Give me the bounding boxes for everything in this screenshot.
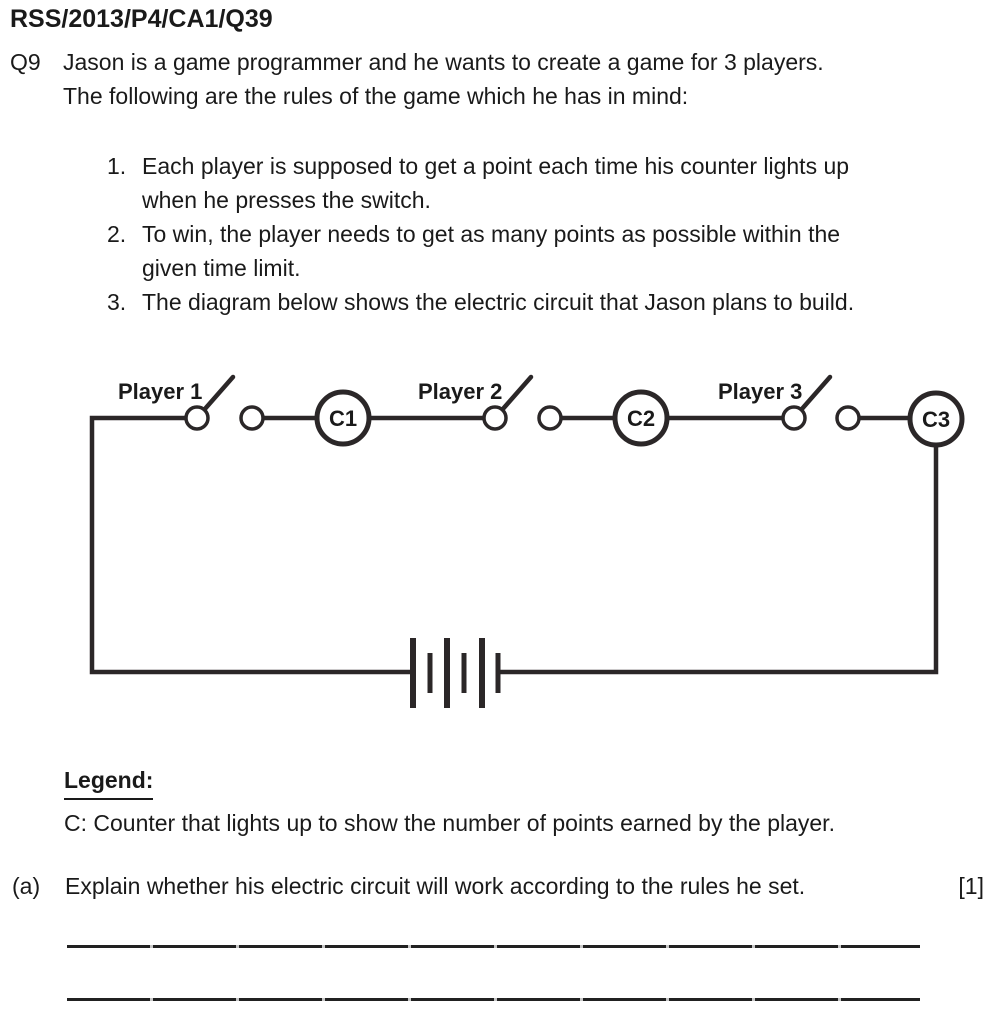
list-item: 2. To win, the player needs to get as ma…: [107, 217, 854, 285]
legend-text: C: Counter that lights up to show the nu…: [64, 810, 835, 836]
player3-label: Player 3: [718, 379, 802, 404]
question-intro: Jason is a game programmer and he wants …: [63, 45, 824, 113]
list-item-text: To win, the player needs to get as many …: [142, 221, 841, 281]
answer-line: [67, 998, 920, 1001]
player1-label: Player 1: [118, 379, 202, 404]
counter-label: C2: [627, 406, 655, 431]
player3-switch-icon: [781, 374, 861, 431]
counter-label: C3: [922, 407, 950, 432]
circuit-wire: [89, 415, 939, 675]
list-item-number: 2.: [107, 221, 127, 247]
list-item-text: The diagram below shows the electric cir…: [142, 289, 855, 315]
part-a-question: Explain whether his electric circuit wil…: [65, 873, 806, 899]
page-title: RSS/2013/P4/CA1/Q39: [10, 5, 273, 33]
marks-badge: [1]: [958, 873, 984, 899]
question-number: Q9: [10, 49, 41, 75]
battery-icon: [410, 638, 501, 708]
list-item: 3. The diagram below shows the electric …: [107, 285, 854, 319]
list-item-number: 3.: [107, 289, 127, 315]
player1-switch-icon: [184, 374, 265, 431]
counter-c1: C1: [314, 389, 372, 447]
intro-line: Jason is a game programmer and he wants …: [63, 49, 824, 75]
counter-label: C1: [329, 406, 357, 431]
list-item-text: Each player is supposed to get a point e…: [142, 153, 850, 213]
legend-block: Legend: C: Counter that lights up to sho…: [64, 763, 835, 840]
legend-title: Legend:: [64, 763, 154, 800]
intro-line: The following are the rules of the game …: [63, 83, 689, 109]
question-block: Q9 Jason is a game programmer and he wan…: [10, 45, 824, 113]
part-a-label: (a): [12, 873, 41, 899]
part-a-row: (a) Explain whether his electric circuit…: [12, 870, 984, 902]
player2-switch-icon: [482, 374, 563, 431]
list-item-number: 1.: [107, 153, 127, 179]
counter-c2: C2: [612, 389, 670, 447]
rules-list: 1. Each player is supposed to get a poin…: [107, 149, 854, 319]
counter-c3: C3: [907, 390, 965, 448]
list-item: 1. Each player is supposed to get a poin…: [107, 149, 854, 217]
answer-line: [67, 945, 920, 948]
player2-label: Player 2: [418, 379, 502, 404]
